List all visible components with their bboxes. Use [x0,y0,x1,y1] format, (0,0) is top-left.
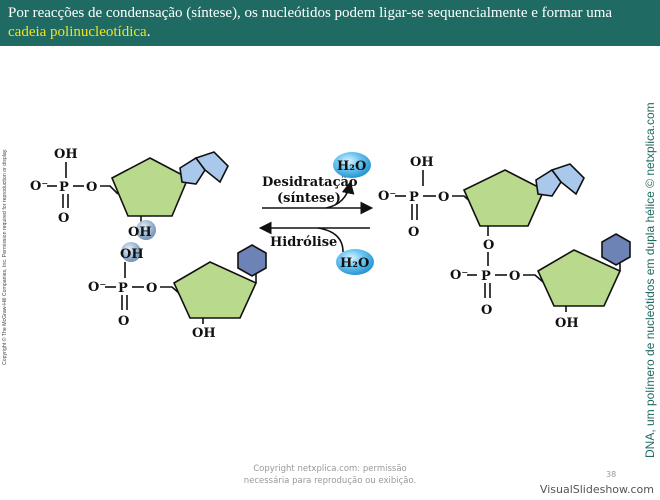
o-minus-label: O⁻ [30,179,48,194]
purine-base [535,168,562,197]
footer-copyright: Copyright netxplica.com: permissão neces… [243,464,417,486]
phosphorus-label: P [118,281,128,296]
o-minus-label: O⁻ [378,189,396,204]
header-text-end: . [146,24,151,40]
o-minus-label: O⁻ [88,280,106,295]
phosphorus-label: P [481,269,491,284]
water-molecule-reactant [336,249,374,275]
hydrolysis-label: Hidrólise [270,235,337,250]
reaction-arrows: Desidratação (síntese) H₂O Hidrólise H₂O [258,152,374,275]
watermark[interactable]: VisualSlideshow.com [539,483,654,496]
hydroxyl-ball [121,242,141,262]
slide-header: Por reacções de condensação (síntese), o… [0,0,660,46]
water-label: H₂O [340,256,369,271]
phosphate-oh-label: OH [120,247,144,262]
phosphorus-label: P [409,190,419,205]
phosphate-oh-label: OH [410,155,434,170]
oxygen-label: O [509,269,520,284]
purine-base [179,156,206,185]
o-minus-label: O⁻ [450,268,468,283]
deoxyribose-sugar [536,249,622,307]
phosphorus-label: P [59,180,69,195]
oxygen-label: O [438,190,449,205]
oxygen-label: O [408,225,419,240]
bridge-oxygen-label: O [483,238,494,253]
dehydration-label: Desidratação [262,175,358,190]
deoxyribose-sugar [110,157,190,217]
left-nucleotide-top: OH O⁻ P O O OH [30,147,229,240]
pyrimidine-base [601,233,631,266]
sugar-oh-label: OH [555,316,579,331]
deoxyribose-sugar [462,169,546,227]
hydroxyl-ball [136,220,156,240]
deoxyribose-sugar [172,261,258,319]
synthesis-label: (síntese) [277,191,341,206]
oxygen-label: O [118,314,129,329]
sugar-oh-label: OH [192,326,216,341]
phosphate-oh-label: OH [54,147,78,162]
page-number: 38 [606,470,617,479]
header-text: Por reacções de condensação (síntese), o… [8,5,613,21]
water-molecule-product [333,152,371,178]
left-nucleotide-bottom: OH O⁻ P O O OH [88,242,267,341]
right-dinucleotide: OH O⁻ P O O O O⁻ P O O OH [378,155,631,331]
oxygen-label: O [481,303,492,318]
pyrimidine-base [237,244,267,277]
header-highlight: cadeia polinucleotídica [8,24,147,40]
water-label: H₂O [337,159,366,174]
oxygen-label: O [146,281,157,296]
sugar-oh-label: OH [128,225,152,240]
oxygen-label: O [86,180,97,195]
oxygen-label: O [58,211,69,226]
